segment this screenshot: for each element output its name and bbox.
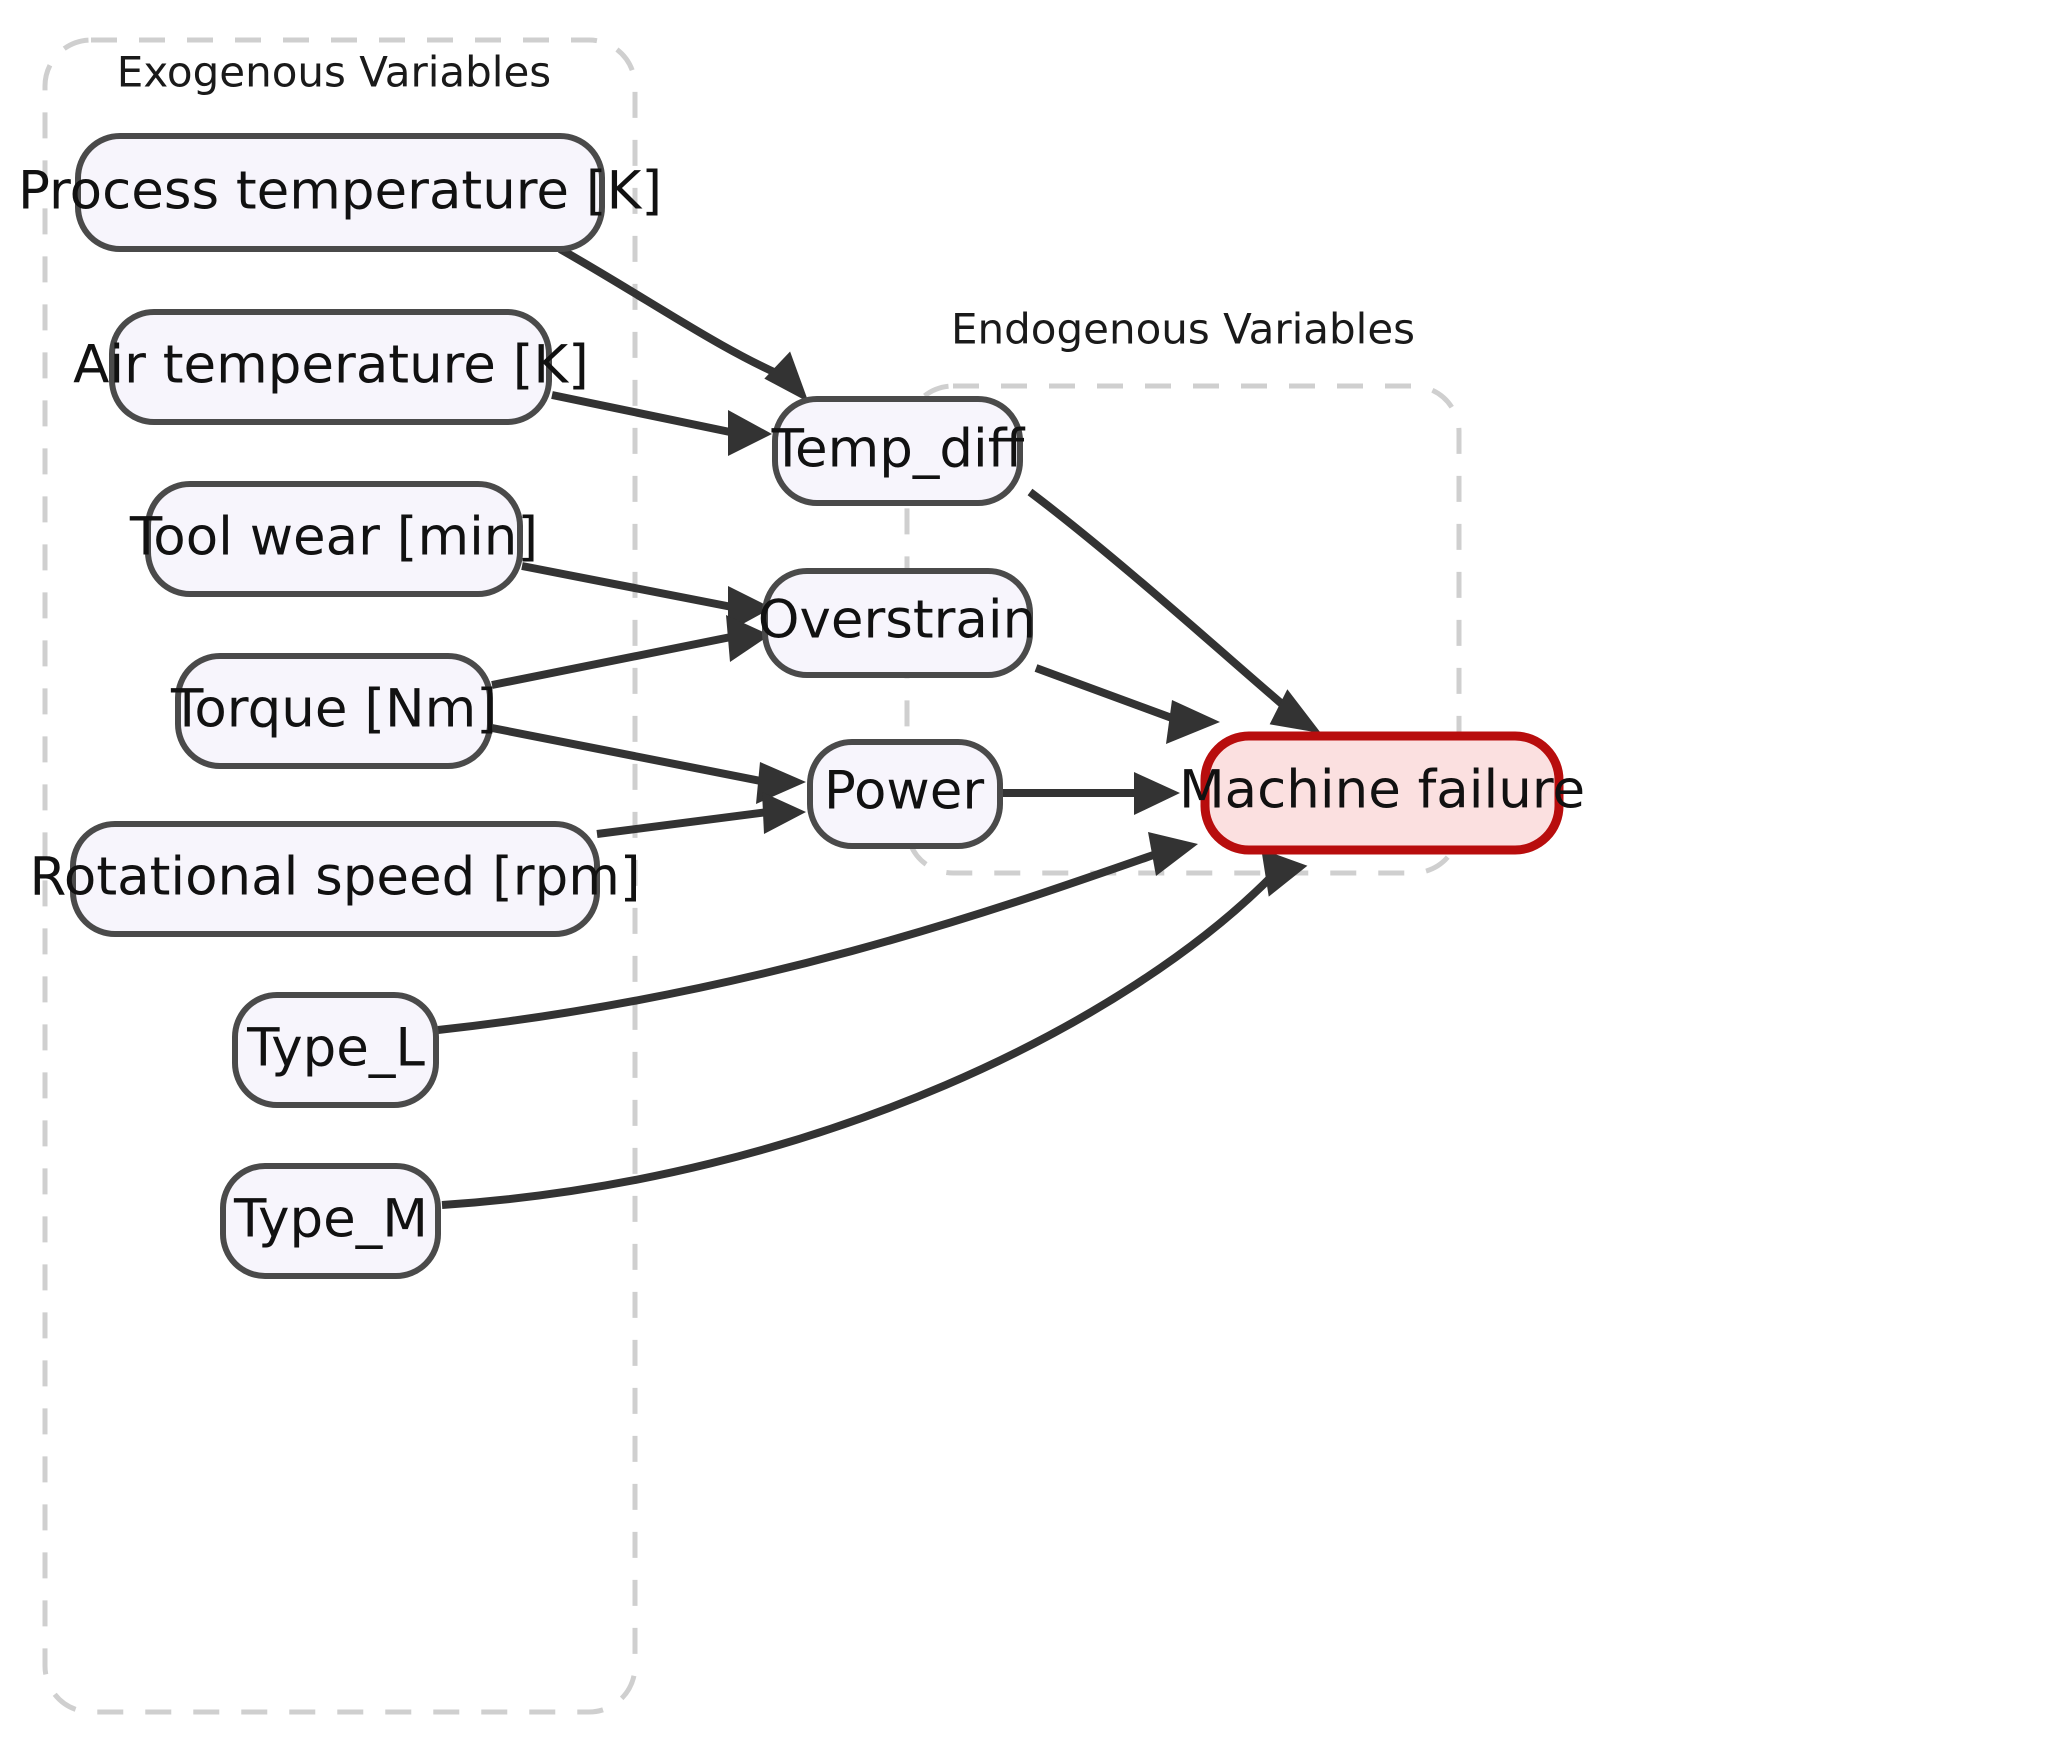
arrowhead-icon (1261, 849, 1308, 897)
node-type-l[interactable]: Type_L (232, 992, 439, 1108)
node-power-label: Power (824, 761, 984, 822)
node-process-temperature-label: Process temperature [K] (18, 161, 662, 222)
edge-type-m-to-machine-failure (441, 849, 1308, 1209)
node-air-temperature[interactable]: Air temperature [K] (73, 309, 589, 425)
edge-overstrain-to-machine-failure (1034, 664, 1220, 744)
node-overstrain[interactable]: Overstrain (758, 568, 1036, 678)
node-air-temperature-shape[interactable] (109, 309, 552, 425)
arrowhead-icon (726, 615, 770, 662)
node-type-m[interactable]: Type_M (220, 1163, 441, 1279)
node-torque-label: Torque [Nm] (170, 679, 497, 740)
edge-process-temperature-to-temp-diff (558, 245, 809, 403)
node-type-l-label: Type_L (246, 1018, 425, 1079)
node-power[interactable]: Power (807, 739, 1003, 849)
node-torque[interactable]: Torque [Nm] (170, 653, 497, 769)
edge-torque-to-power (491, 724, 806, 804)
node-rotational-speed-label: Rotational speed [rpm] (29, 847, 640, 908)
arrowhead-icon (756, 762, 806, 804)
node-type-m-label: Type_M (233, 1189, 428, 1250)
node-rotational-speed-shape[interactable] (70, 821, 600, 937)
arrowhead-icon (1134, 772, 1180, 815)
edge-rotational-speed-to-power (596, 792, 806, 838)
arrowhead-icon (762, 792, 806, 834)
arrowhead-icon (1166, 700, 1220, 744)
arrowhead-icon (728, 586, 772, 632)
node-tool-wear-label: Tool wear [min] (129, 507, 538, 568)
cluster-exogenous-border (42, 37, 638, 1715)
edge-temp-diff-to-machine-failure (1027, 488, 1321, 734)
node-tool-wear-shape[interactable] (145, 481, 523, 597)
node-type-m-shape[interactable] (220, 1163, 441, 1279)
node-torque-shape[interactable] (175, 653, 493, 769)
node-process-temperature[interactable]: Process temperature [K] (18, 133, 662, 252)
arrowhead-icon (728, 410, 772, 456)
node-machine-failure[interactable]: Machine failure (1179, 731, 1585, 855)
edge-torque-to-overstrain (491, 615, 770, 689)
edges-layer (437, 245, 1321, 1209)
cluster-exogenous-label: Exogenous Variables (117, 48, 551, 97)
node-temp-diff-shape[interactable] (772, 396, 1023, 506)
node-machine-failure-shape[interactable] (1200, 731, 1564, 855)
node-temp-diff-label: Temp_diff (771, 419, 1026, 480)
edge-power-to-machine-failure (1000, 772, 1180, 815)
edge-type-l-to-machine-failure (437, 832, 1198, 1034)
node-type-l-shape[interactable] (232, 992, 439, 1108)
node-rotational-speed[interactable]: Rotational speed [rpm] (29, 821, 641, 937)
arrowhead-icon (1148, 832, 1198, 876)
node-temp-diff[interactable]: Temp_diff (771, 396, 1026, 506)
arrowhead-icon (764, 351, 809, 403)
node-air-temperature-label: Air temperature [K] (73, 335, 589, 396)
cluster-exogenous: Exogenous Variables (42, 37, 638, 1715)
node-power-shape[interactable] (807, 739, 1003, 849)
node-overstrain-label: Overstrain (758, 590, 1036, 651)
nodes-layer: Process temperature [K] Air temperature … (18, 133, 1585, 1279)
edge-air-temperature-to-temp-diff (551, 391, 772, 456)
node-machine-failure-label: Machine failure (1179, 760, 1585, 821)
arrowhead-icon (1269, 689, 1321, 734)
edge-tool-wear-to-overstrain (521, 562, 772, 632)
cluster-endogenous-label: Endogenous Variables (951, 305, 1415, 354)
node-overstrain-shape[interactable] (762, 568, 1033, 678)
node-process-temperature-shape[interactable] (75, 133, 605, 252)
node-tool-wear[interactable]: Tool wear [min] (129, 481, 538, 597)
